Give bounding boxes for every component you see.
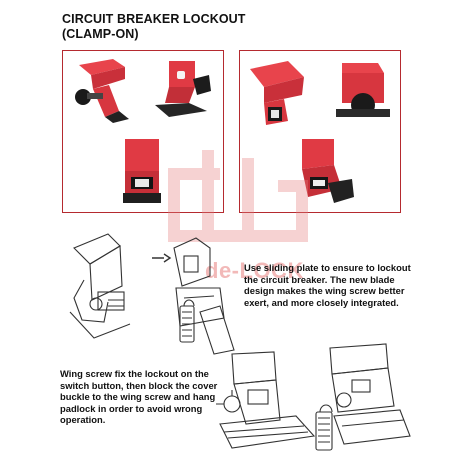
lockout-photo-angled-left: [75, 59, 129, 123]
title-line-2: (CLAMP-ON): [62, 27, 139, 41]
lockout-photo-front: [123, 139, 161, 203]
watermark-text: de-LOCK: [205, 258, 304, 283]
page-title: CIRCUIT BREAKER LOCKOUT (CLAMP-ON): [62, 12, 246, 42]
product-photo-panel-left: [62, 50, 224, 213]
caption-sliding-plate: Use sliding plate to ensure to lockout t…: [244, 262, 411, 308]
lockout-photo-mounted: [302, 139, 354, 203]
caption-wing-screw: Wing screw fix the lockout on the switch…: [60, 368, 218, 425]
title-line-1: CIRCUIT BREAKER LOCKOUT: [62, 12, 246, 26]
product-photo-panel-right: [239, 50, 401, 213]
installation-sketch-upper: [69, 233, 235, 355]
installation-sketch-lower: [216, 343, 411, 451]
lockout-photo-open-left: [250, 61, 304, 125]
lockout-photo-open-right: [336, 63, 390, 117]
lockout-photo-side-right: [155, 61, 211, 117]
